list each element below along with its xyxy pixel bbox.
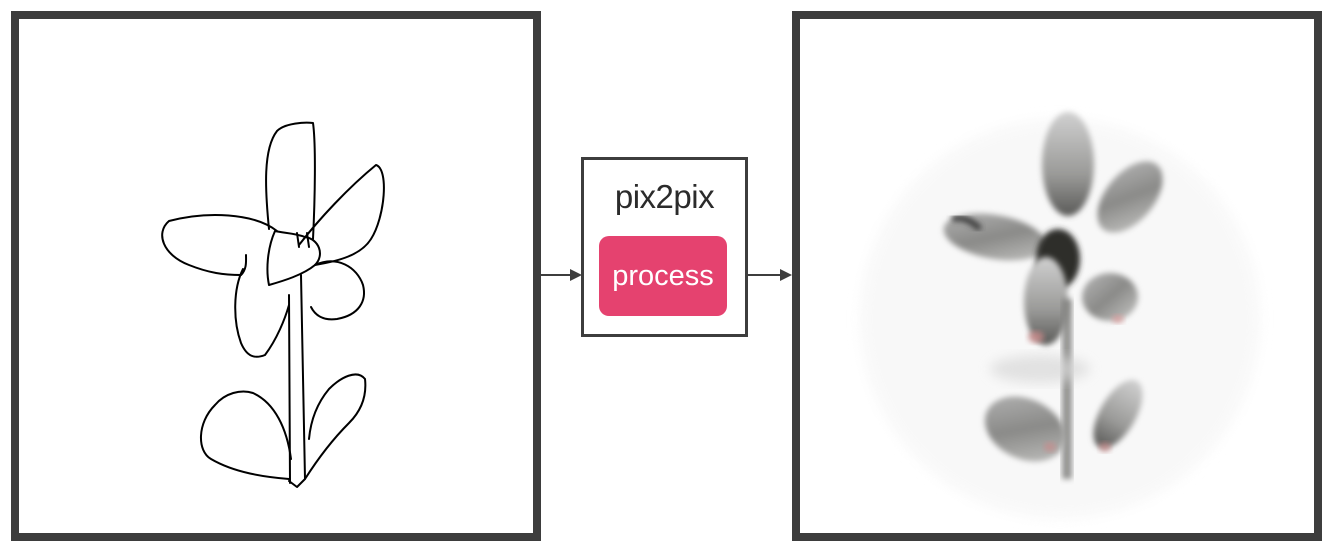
process-button[interactable]: process: [599, 236, 727, 316]
arrow-right-icon: [746, 269, 792, 281]
output-image: [792, 11, 1322, 541]
input-drawing-canvas[interactable]: [11, 11, 541, 541]
generated-flower-image-icon: [800, 19, 1314, 533]
flower-sketch-icon: [161, 121, 385, 488]
arrow-right-icon: [540, 269, 582, 281]
model-box: pix2pix process: [581, 157, 748, 337]
model-name: pix2pix: [614, 178, 715, 215]
